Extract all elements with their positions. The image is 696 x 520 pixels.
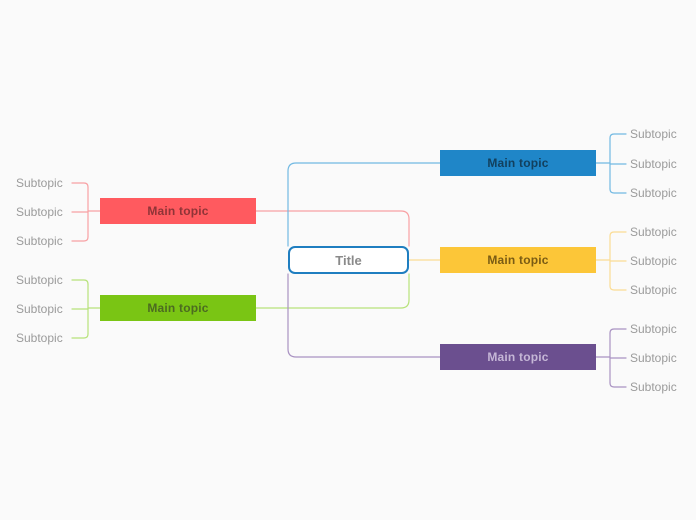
subtopic-label[interactable]: Subtopic <box>16 234 63 248</box>
connector-line <box>609 133 627 139</box>
main-topic-node[interactable]: Main topic <box>440 344 596 370</box>
title-node-label: Title <box>335 252 362 268</box>
subtopic-label[interactable]: Subtopic <box>630 186 677 200</box>
subtopic-label[interactable]: Subtopic <box>630 322 677 336</box>
subtopic-label[interactable]: Subtopic <box>16 205 63 219</box>
subtopic-label[interactable]: Subtopic <box>630 157 677 171</box>
subtopic-label[interactable]: Subtopic <box>16 176 63 190</box>
main-topic-node[interactable]: Main topic <box>440 247 596 273</box>
subtopic-label[interactable]: Subtopic <box>630 283 677 297</box>
subtopic-label[interactable]: Subtopic <box>16 273 63 287</box>
connector-line <box>71 333 89 339</box>
main-topic-node[interactable]: Main topic <box>440 150 596 176</box>
connector-line <box>609 382 627 388</box>
connector-line <box>71 182 89 188</box>
main-topic-label: Main topic <box>487 156 549 170</box>
main-topic-label: Main topic <box>147 301 209 315</box>
subtopic-label[interactable]: Subtopic <box>16 302 63 316</box>
connector-line <box>255 273 410 309</box>
main-topic-label: Main topic <box>147 204 209 218</box>
connector-line <box>255 210 410 247</box>
subtopic-label[interactable]: Subtopic <box>630 380 677 394</box>
connector-line <box>609 188 627 194</box>
connector-line <box>609 231 627 237</box>
connector-line <box>287 162 441 247</box>
main-topic-node[interactable]: Main topic <box>100 198 256 224</box>
connector-line <box>287 273 441 358</box>
subtopic-label[interactable]: Subtopic <box>16 331 63 345</box>
main-topic-node[interactable]: Main topic <box>100 295 256 321</box>
connector-line <box>609 285 627 291</box>
connector-line <box>609 328 627 334</box>
subtopic-label[interactable]: Subtopic <box>630 351 677 365</box>
subtopic-label[interactable]: Subtopic <box>630 254 677 268</box>
title-node[interactable]: Title <box>288 246 409 274</box>
subtopic-label[interactable]: Subtopic <box>630 225 677 239</box>
connector-line <box>71 279 89 285</box>
subtopic-label[interactable]: Subtopic <box>630 127 677 141</box>
connector-line <box>71 236 89 242</box>
main-topic-label: Main topic <box>487 253 549 267</box>
main-topic-label: Main topic <box>487 350 549 364</box>
